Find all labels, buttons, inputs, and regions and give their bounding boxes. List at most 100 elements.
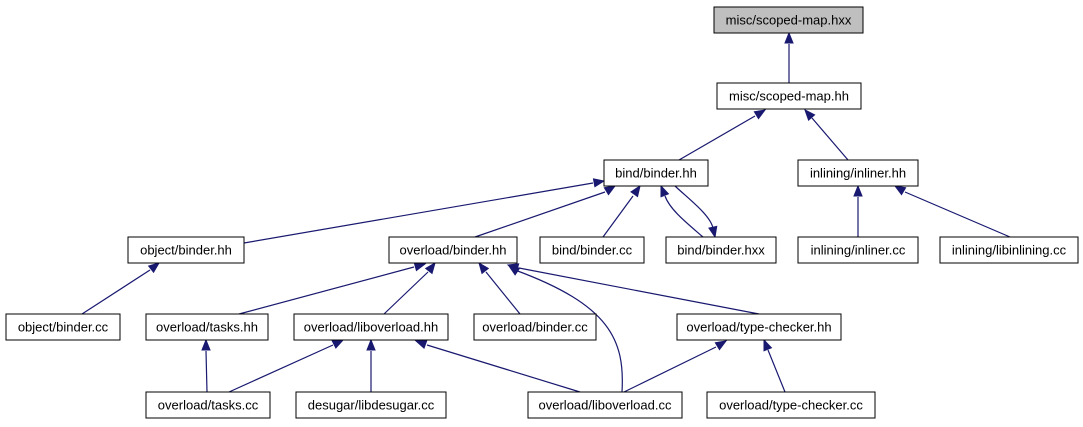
- node-box[interactable]: [706, 391, 876, 419]
- node-bind-binder-cc[interactable]: bind/binder.cc: [539, 236, 645, 264]
- edge-arrowhead: [708, 225, 718, 239]
- node-overload-type-checker-cc[interactable]: overload/type-checker.cc: [706, 391, 876, 419]
- node-label: bind/binder.hxx: [677, 243, 765, 258]
- edge-line: [243, 182, 594, 244]
- edge-bind_binder_hh-to-bind_binder_hxx: [674, 185, 718, 239]
- edge-arrowhead: [366, 338, 376, 351]
- node-label: overload/tasks.cc: [158, 398, 259, 413]
- node-label: overload/type-checker.cc: [719, 398, 863, 413]
- node-label: desugar/libdesugar.cc: [308, 398, 435, 413]
- node-overload-liboverload-hh[interactable]: overload/liboverload.hh: [293, 313, 449, 341]
- edge-overload_tasks_hh-to-overload_binder_hh: [238, 262, 427, 315]
- edge-overload_tasks_cc-to-overload_liboverload_hh: [228, 339, 345, 393]
- node-overload-binder-hh[interactable]: overload/binder.hh: [388, 236, 518, 264]
- edge-arrowhead: [763, 338, 773, 352]
- edge-line: [678, 115, 756, 161]
- edge-arrowhead: [424, 261, 436, 275]
- node-box[interactable]: [939, 236, 1079, 264]
- edge-arrowhead: [660, 184, 670, 198]
- node-label: inlining/inliner.cc: [811, 243, 906, 258]
- edge-overload_liboverload_cc-to-overload_liboverload_hh: [414, 340, 581, 393]
- node-inlining-libinlining-cc[interactable]: inlining/libinlining.cc: [939, 236, 1079, 264]
- node-box[interactable]: [527, 391, 683, 419]
- node-bind-binder-hh[interactable]: bind/binder.hh: [603, 159, 709, 187]
- node-box[interactable]: [797, 236, 919, 264]
- edge-arrowhead: [478, 261, 490, 275]
- edge-line: [238, 266, 415, 315]
- edge-overload_type_checker_hh-to-overload_binder_hh: [506, 263, 760, 315]
- node-label: bind/binder.cc: [552, 243, 633, 258]
- edge-arrowhead: [893, 185, 907, 196]
- node-desugar-libdesugar-cc[interactable]: desugar/libdesugar.cc: [295, 391, 447, 419]
- node-label: inlining/libinlining.cc: [952, 243, 1067, 258]
- node-box[interactable]: [473, 313, 597, 341]
- edge-overload_binder_cc-to-overload_binder_hh: [478, 261, 521, 315]
- edge-arrowhead: [784, 31, 794, 44]
- edge-overload_liboverload_cc-to-overload_binder_hh: [507, 265, 623, 393]
- node-label: misc/scoped-map.hh: [729, 89, 849, 104]
- edge-line: [811, 117, 849, 161]
- edge-arrowhead: [853, 184, 863, 197]
- node-box[interactable]: [676, 313, 842, 341]
- node-box[interactable]: [388, 236, 518, 264]
- node-label: object/binder.cc: [18, 320, 109, 335]
- node-inlining-inliner-hh[interactable]: inlining/inliner.hh: [797, 159, 919, 187]
- edge-bind_binder_hh-to-scoped_map_hh: [678, 109, 767, 161]
- node-overload-tasks-cc[interactable]: overload/tasks.cc: [145, 391, 271, 419]
- node-box[interactable]: [5, 313, 121, 341]
- edge-overload_binder_hh-to-bind_binder_hh: [474, 185, 617, 238]
- edge-line: [623, 346, 717, 393]
- node-box[interactable]: [713, 6, 864, 34]
- edge-object_binder_hh-to-bind_binder_hh: [243, 178, 606, 244]
- node-box[interactable]: [665, 236, 777, 264]
- node-overload-tasks-hh[interactable]: overload/tasks.hh: [145, 313, 269, 341]
- node-overload-type-checker-hh[interactable]: overload/type-checker.hh: [676, 313, 842, 341]
- node-box[interactable]: [295, 391, 447, 419]
- node-bind-binder-hxx[interactable]: bind/binder.hxx: [665, 236, 777, 264]
- edge-inlining_inliner_cc-to-inlining_inliner_hh: [853, 184, 863, 237]
- edge-arrowhead: [630, 184, 641, 198]
- node-object-binder-cc[interactable]: object/binder.cc: [5, 313, 121, 341]
- edge-bind_binder_cc-to-bind_binder_hh: [602, 184, 641, 238]
- node-scoped-map-hxx[interactable]: misc/scoped-map.hxx: [713, 6, 864, 34]
- edge-overload_liboverload_cc-to-overload_type_checker_hh: [623, 340, 728, 393]
- edge-inlining_inliner_hh-to-scoped_map_hh: [804, 108, 849, 161]
- edge-arrowhead: [603, 185, 617, 196]
- edge-line: [485, 271, 521, 315]
- edge-line: [674, 185, 714, 229]
- edge-arrowhead: [201, 338, 211, 351]
- node-label: overload/tasks.hh: [156, 320, 258, 335]
- edge-line: [228, 344, 334, 393]
- node-label: overload/type-checker.hh: [686, 320, 831, 335]
- node-overload-liboverload-cc[interactable]: overload/liboverload.cc: [527, 391, 683, 419]
- node-box[interactable]: [603, 159, 709, 187]
- node-inlining-inliner-cc[interactable]: inlining/inliner.cc: [797, 236, 919, 264]
- edge-line: [426, 344, 581, 393]
- node-box[interactable]: [716, 82, 862, 110]
- edge-line: [602, 195, 634, 238]
- edge-line: [904, 191, 1011, 238]
- edges-layer: [81, 31, 1011, 393]
- node-box[interactable]: [293, 313, 449, 341]
- edge-line: [664, 195, 704, 238]
- node-scoped-map-hh[interactable]: misc/scoped-map.hh: [716, 82, 862, 110]
- node-box[interactable]: [127, 236, 245, 264]
- node-box[interactable]: [539, 236, 645, 264]
- node-box[interactable]: [145, 313, 269, 341]
- node-overload-binder-cc[interactable]: overload/binder.cc: [473, 313, 597, 341]
- nodes-layer: misc/scoped-map.hxx misc/scoped-map.hh bin…: [5, 6, 1079, 419]
- node-box[interactable]: [797, 159, 919, 187]
- edge-overload_tasks_cc-to-overload_tasks_hh: [201, 338, 211, 393]
- edge-arrowhead: [507, 265, 521, 276]
- edge-object_binder_cc-to-object_binder_hh: [81, 262, 161, 315]
- edge-arrowhead: [331, 339, 345, 349]
- node-box[interactable]: [145, 391, 271, 419]
- node-object-binder-hh[interactable]: object/binder.hh: [127, 236, 245, 264]
- edge-line: [767, 349, 786, 393]
- edge-line: [518, 267, 760, 315]
- edge-line: [205, 350, 208, 393]
- edge-line: [474, 191, 606, 238]
- node-label: inlining/inliner.hh: [810, 166, 906, 181]
- edge-overload_type_checker_cc-to-overload_type_checker_hh: [763, 338, 786, 393]
